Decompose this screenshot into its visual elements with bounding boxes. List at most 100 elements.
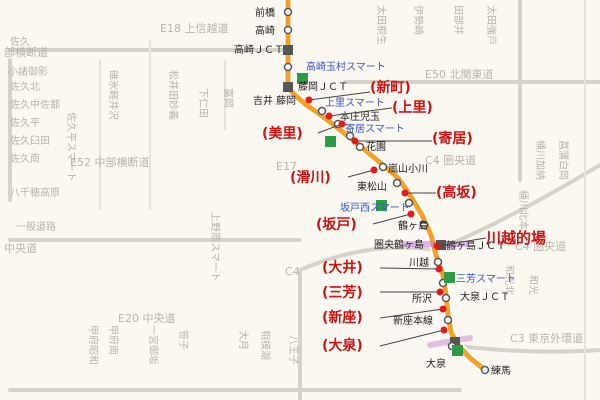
place-yachiho: 八千穂高原: [10, 186, 60, 199]
callout-niiza: (新座): [322, 309, 363, 326]
ic-kenodo-tsurugashima: 圏央鶴ヶ島: [374, 238, 424, 251]
place-okegawa-kitamoto: 桶川北本: [517, 190, 530, 230]
place-sagamiko: 相模湖: [259, 330, 272, 360]
place-tabei: 田部井: [452, 5, 465, 35]
leader-oi: [379, 267, 440, 270]
place-saku-usuda: 佐久臼田: [10, 135, 50, 147]
leader-sakado: [372, 213, 412, 225]
interchange-labels: 前橋 高崎 高崎ＪＣＴ 高崎玉村スマート 藤岡ＪＣＴ 藤岡 吉井 上里スマート …: [234, 6, 516, 377]
route-label-e17: E17: [276, 160, 297, 173]
route-label-e20: E20 中央道: [118, 311, 175, 325]
place-matsuida: 松井田妙義: [167, 70, 180, 120]
place-saku-minami: 佐久南: [10, 152, 40, 165]
ic-hanazono: 花園: [366, 140, 386, 153]
route-label-e50: E50 北関東道: [425, 67, 493, 81]
dot-kawagoe-matoba: [433, 242, 441, 250]
parking-icon: [376, 200, 387, 211]
ic-oizumi-jct: 大泉ＪＣＴ: [460, 290, 510, 303]
kamisato-ic-marker: [317, 106, 327, 116]
parking-icon: [444, 272, 455, 283]
callout-oizumi: (大泉): [322, 337, 363, 354]
route-label-c4-right: C4 圏央道: [515, 239, 566, 253]
callout-kamisato: (上里): [392, 100, 433, 116]
ic-miyoshi-smart: 三芳スマート: [456, 272, 516, 285]
hanazono-ic-marker: [355, 142, 365, 152]
place-saku-daira: 佐久平: [10, 117, 40, 129]
label-chuo-left: 中央道: [4, 241, 37, 255]
ic-takasaki: 高崎: [255, 24, 275, 37]
callout-leaders: [308, 91, 487, 347]
place-tomioka: 富岡: [222, 88, 235, 108]
ic-fujioka-jct: 藤岡ＪＣＴ: [298, 81, 348, 93]
route-label-c4-left: C4: [285, 265, 300, 278]
gaikan-route: [448, 343, 600, 354]
kawagoe-ic-marker: [433, 257, 443, 267]
callout-sakado: (坂戸): [316, 216, 357, 233]
tamamura-ic-marker: [283, 62, 293, 72]
nerima-ic-marker: [480, 365, 490, 375]
callout-miyoshi: (三芳): [322, 284, 363, 301]
place-ota-kiryu: 太田桐生: [375, 5, 388, 45]
place-wako: 和光: [527, 275, 540, 295]
place-ippan: 一般道路: [16, 220, 56, 233]
takasaki-ic-marker: [283, 25, 293, 35]
ic-tokorozawa: 所沢: [412, 292, 432, 305]
fujioka-jct-marker: [283, 82, 293, 92]
ic-tamamura-smart: 高崎玉村スマート: [306, 60, 386, 73]
takasaki-jct-marker: [283, 45, 293, 55]
place-usui: 碓氷軽井沢: [107, 70, 120, 120]
place-hachioji: 八王子: [287, 335, 299, 365]
leader-oizumi: [379, 329, 445, 347]
callout-shinmachi: (新町): [370, 79, 411, 96]
background-lanes: [99, 0, 586, 400]
place-isesaki: 伊勢崎: [412, 5, 425, 35]
tsurugashima-ic-marker: [419, 220, 429, 230]
ic-yorii-smart: 寄居スマート: [345, 122, 405, 135]
place-kofu-showa: 甲府昭和: [87, 325, 100, 365]
place-otsuki: 大月: [237, 330, 250, 350]
ranzan-ic-marker: [378, 162, 388, 172]
ic-maebashi: 前橋: [255, 6, 275, 19]
ic-kawagoe: 川越: [409, 256, 429, 269]
tokorozawa-ic-marker: [441, 293, 451, 303]
place-shobu: 菖蒲白岡: [557, 140, 570, 180]
place-saku: 佐久: [10, 36, 30, 48]
place-saku-kita: 佐久北: [10, 81, 40, 93]
leader-kamisato: [328, 107, 393, 117]
dot-kamisato: [325, 112, 333, 120]
place-uenohara: 上野原スマート: [209, 212, 221, 282]
place-wako-kita: 和光北: [503, 265, 516, 295]
dot-oi: [435, 265, 443, 273]
yorii-ic-marker: [345, 131, 355, 141]
place-shimonita: 下仁田: [197, 88, 209, 118]
route-label-c4-center: C4 圏央道: [425, 153, 476, 167]
ic-fujioka: 藤岡: [276, 95, 296, 107]
route-label-e18: E18 上信越道: [160, 21, 228, 35]
ic-higashi-matsuyama: 東松山: [357, 180, 387, 193]
sakado-ic-marker: [404, 198, 414, 208]
dot-oizumi: [440, 326, 448, 334]
ic-niiza-tollgate: 新座本線: [393, 314, 433, 327]
ic-markers: [283, 7, 490, 375]
place-kofu-minami: 甲府南: [107, 325, 120, 355]
oizumi-jct-marker: [450, 337, 460, 347]
callout-takasaka: (高坂): [436, 184, 477, 201]
leader-shinmachi: [308, 91, 371, 101]
parking-icon: [297, 73, 308, 84]
callout-yorii: (寄居): [432, 130, 473, 147]
callout-labels: (新町) (上里) (美里) (寄居) (滑川) (高坂) (坂戸) 川越的場 …: [262, 79, 546, 354]
dot-misato: [338, 120, 346, 128]
place-sasago: 笹子: [177, 330, 190, 350]
maebashi-ic-marker: [283, 7, 293, 17]
ic-oizumi: 大泉: [426, 357, 446, 370]
dot-niiza: [439, 305, 447, 313]
dot-takasaka: [401, 189, 409, 197]
place-okegawa-kano: 桶川加納: [534, 140, 547, 180]
place-komoro: 小諸御影: [8, 65, 48, 78]
ic-sakado-smart: 坂戸西スマート: [340, 202, 410, 214]
label-bubun-left: 部横断道: [4, 45, 48, 59]
parking-markers: [297, 73, 463, 356]
callout-kawagoe-matoba: 川越的場: [485, 229, 546, 247]
